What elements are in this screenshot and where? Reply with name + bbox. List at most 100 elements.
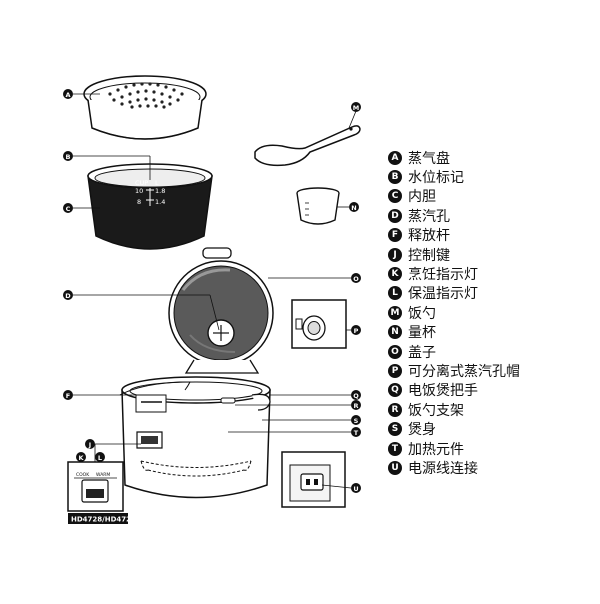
svg-text:S: S [354, 417, 359, 425]
callout-m: M [351, 102, 361, 112]
svg-text:O: O [353, 275, 359, 283]
legend-item-t: T 加热元件 [388, 439, 588, 458]
legend-item-l: L 保温指示灯 [388, 284, 588, 303]
legend-item-j: J 控制键 [388, 245, 588, 264]
water-mark-cup-8: 8 [137, 198, 141, 206]
callout-d: D [63, 290, 73, 300]
legend-badge-r: R [388, 403, 402, 417]
callout-l: L [95, 452, 105, 462]
measuring-cup [297, 188, 339, 224]
legend-badge-t: T [388, 442, 402, 456]
steamer-tray [84, 76, 206, 139]
power-connector-detail [282, 452, 345, 507]
legend-badge-k: K [388, 267, 402, 281]
water-mark-l-header: L [155, 179, 159, 187]
legend-badge-c: C [388, 189, 402, 203]
legend-badge-b: B [388, 170, 402, 184]
legend-badge-j: J [388, 248, 402, 262]
legend-item-b: B 水位标记 [388, 167, 588, 186]
callout-t: T [351, 427, 361, 437]
legend-label-t: 加热元件 [408, 439, 464, 459]
legend-label-a: 蒸气盘 [408, 148, 450, 168]
svg-text:C: C [66, 205, 71, 213]
legend-label-o: 盖子 [408, 342, 436, 362]
warm-label: WARM [96, 472, 110, 478]
legend-label-b: 水位标记 [408, 167, 464, 187]
svg-text:P: P [354, 327, 359, 335]
legend-item-o: O 盖子 [388, 342, 588, 361]
svg-text:N: N [351, 204, 356, 212]
callout-p: P [351, 325, 361, 335]
callout-b: B [63, 151, 73, 161]
water-mark-cup-header: CUP [135, 179, 148, 187]
legend-badge-n: N [388, 325, 402, 339]
legend-item-f: F 释放杆 [388, 226, 588, 245]
legend-badge-s: S [388, 422, 402, 436]
water-mark-l-1-8: 1.8 [155, 187, 165, 195]
callout-j: J [85, 439, 95, 449]
legend-item-p: P 可分离式蒸汽孔帽 [388, 361, 588, 380]
legend-label-r: 饭勺支架 [408, 400, 464, 420]
svg-text:J: J [88, 441, 91, 449]
legend-item-s: S 煲身 [388, 419, 588, 438]
legend-badge-l: L [388, 286, 402, 300]
callout-k: K [76, 452, 86, 462]
svg-text:B: B [66, 153, 71, 161]
parts-legend: A 蒸气盘 B 水位标记 C 内胆 D 蒸汽孔 F 释放杆 J 控制键 K 烹饪指示灯 L 保温… [388, 148, 588, 478]
svg-text:Q: Q [353, 392, 359, 400]
callout-q: Q [351, 390, 361, 400]
callout-s: S [351, 415, 361, 425]
legend-label-l: 保温指示灯 [408, 283, 478, 303]
legend-item-q: Q 电饭煲把手 [388, 381, 588, 400]
legend-badge-u: U [388, 461, 402, 475]
legend-item-a: A 蒸气盘 [388, 148, 588, 167]
callout-c: C [63, 203, 73, 213]
legend-label-q: 电饭煲把手 [408, 380, 478, 400]
legend-label-s: 煲身 [408, 419, 436, 439]
callout-o: O [351, 273, 361, 283]
callout-u: U [351, 483, 361, 493]
legend-item-n: N 量杯 [388, 323, 588, 342]
svg-text:R: R [353, 402, 358, 410]
legend-label-n: 量杯 [408, 322, 436, 342]
legend-badge-q: Q [388, 383, 402, 397]
legend-badge-o: O [388, 345, 402, 359]
legend-item-k: K 烹饪指示灯 [388, 264, 588, 283]
legend-label-m: 饭勺 [408, 303, 436, 323]
rice-spoon [255, 126, 360, 165]
callout-r: R [351, 400, 361, 410]
legend-label-c: 内胆 [408, 186, 436, 206]
svg-text:F: F [66, 392, 70, 400]
legend-item-c: C 内胆 [388, 187, 588, 206]
legend-badge-a: A [388, 151, 402, 165]
legend-badge-d: D [388, 209, 402, 223]
callout-n: N [349, 202, 359, 212]
legend-label-p: 可分离式蒸汽孔帽 [408, 361, 520, 381]
svg-text:L: L [98, 454, 102, 462]
legend-badge-f: F [388, 228, 402, 242]
cook-label: COOK [76, 472, 90, 478]
callout-a: A [63, 89, 73, 99]
model-label: HD4728/HD4723 [71, 516, 136, 524]
svg-text:T: T [354, 429, 359, 437]
legend-item-r: R 饭勺支架 [388, 400, 588, 419]
svg-text:A: A [65, 91, 70, 99]
legend-badge-m: M [388, 306, 402, 320]
legend-badge-p: P [388, 364, 402, 378]
water-mark-l-1-4: 1.4 [155, 198, 165, 206]
legend-label-u: 电源线连接 [408, 458, 478, 478]
steam-cap-detail [292, 300, 346, 348]
cooker-lid [169, 248, 273, 373]
legend-item-d: D 蒸汽孔 [388, 206, 588, 225]
svg-text:M: M [353, 104, 359, 112]
legend-item-m: M 饭勺 [388, 303, 588, 322]
svg-text:D: D [65, 292, 71, 300]
legend-label-f: 释放杆 [408, 225, 450, 245]
legend-item-u: U 电源线连接 [388, 458, 588, 477]
legend-label-d: 蒸汽孔 [408, 206, 450, 226]
legend-label-j: 控制键 [408, 245, 450, 265]
callout-f: F [63, 390, 73, 400]
legend-label-k: 烹饪指示灯 [408, 264, 478, 284]
svg-text:U: U [353, 485, 358, 493]
water-mark-cup-10: 10 [135, 187, 143, 195]
